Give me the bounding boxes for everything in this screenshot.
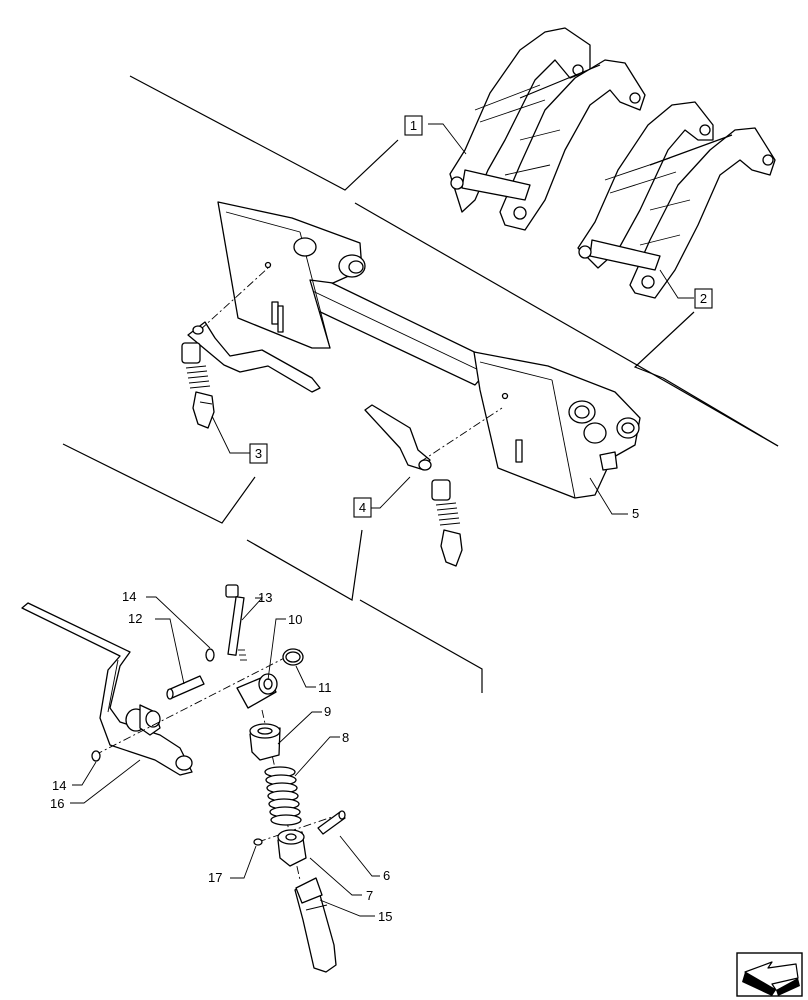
callout-3: 3: [255, 446, 262, 461]
callout-9: 9: [324, 704, 331, 719]
part-9-cap: [249, 723, 281, 761]
part-12-pin: [166, 675, 205, 700]
part-11-ring: [282, 648, 304, 666]
callout-1: 1: [410, 118, 417, 133]
lock-lever-4: [364, 404, 503, 567]
callout-5: 5: [632, 506, 639, 521]
part-14-clip-bottom: [91, 750, 101, 762]
part-6-roll-pin: [317, 810, 346, 835]
frame-plate-left: [217, 201, 366, 349]
callout-16: 16: [50, 796, 64, 811]
callout-17: 17: [208, 870, 222, 885]
leader-lines: [70, 123, 694, 917]
callout-14-top: 14: [122, 589, 136, 604]
callout-2: 2: [700, 291, 707, 306]
part-13-bolt: [225, 584, 247, 661]
frame-plate-right: [473, 351, 641, 499]
loader-assembly-2: [577, 101, 776, 299]
callout-12: 12: [128, 611, 142, 626]
callout-11: 11: [318, 680, 332, 695]
part-8-spring: [264, 766, 302, 826]
part-17-small-pin: [253, 838, 263, 846]
callout-15: 15: [378, 909, 392, 924]
callout-14-bottom: 14: [52, 778, 66, 793]
callout-7: 7: [366, 888, 373, 903]
part-7-collar: [277, 829, 307, 867]
section-lines: [62, 75, 779, 693]
callout-13: 13: [258, 590, 272, 605]
view-direction-arrow-icon: [736, 952, 803, 997]
loader-assembly-1: [449, 27, 646, 231]
part-10-bushing: [236, 673, 278, 709]
callout-4: 4: [359, 500, 366, 515]
callout-6: 6: [383, 868, 390, 883]
callout-labels: 1 2 3 4 5 6 7 8 9 10 11 12 13 14 14 15 1…: [50, 115, 713, 924]
lock-lever-3: [181, 267, 321, 429]
part-14-clip-top: [205, 648, 215, 662]
part-15-handle: [294, 877, 337, 973]
callout-8: 8: [342, 730, 349, 745]
callout-10: 10: [288, 612, 302, 627]
exploded-lever-16: [21, 602, 193, 776]
